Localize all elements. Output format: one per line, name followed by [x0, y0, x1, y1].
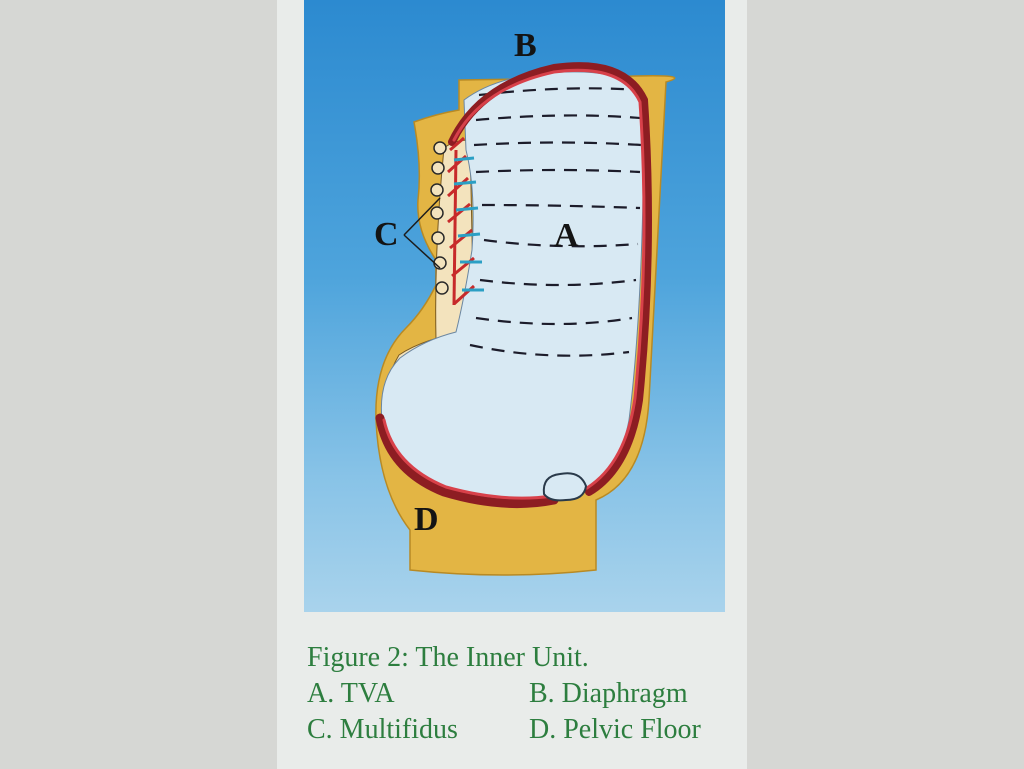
caption-item-d: D. Pelvic Floor	[529, 714, 701, 745]
pelvic-organ	[542, 472, 588, 502]
label-a: A	[554, 217, 579, 254]
diaphragm-muscle	[448, 62, 652, 496]
multifidus-blue	[453, 156, 484, 292]
multifidus-pointer	[403, 197, 441, 269]
label-c: C	[374, 216, 399, 253]
diagram-panel: B A C D	[304, 0, 725, 612]
caption-title: Figure 2: The Inner Unit.	[307, 642, 589, 673]
diaphragm-highlight	[452, 68, 646, 490]
caption-title-row: Figure 2: The Inner Unit.	[307, 640, 737, 676]
caption-row-2: C. Multifidus D. Pelvic Floor	[307, 712, 737, 748]
spinal-processes	[430, 141, 449, 295]
caption-item-c: C. Multifidus	[307, 714, 458, 745]
pelvic-floor-highlight	[382, 418, 554, 500]
label-d: D	[414, 501, 439, 538]
inner-unit-diagram: B A C D	[374, 27, 676, 576]
tva-dashes	[469, 87, 642, 357]
pelvic-floor-muscle	[375, 413, 559, 509]
label-b: B	[514, 27, 537, 64]
caption-row-1: A. TVA B. Diaphragm	[307, 676, 737, 712]
figure-caption: Figure 2: The Inner Unit. A. TVA B. Diap…	[307, 640, 737, 748]
caption-item-b: B. Diaphragm	[529, 678, 688, 709]
caption-item-a: A. TVA	[307, 678, 395, 709]
